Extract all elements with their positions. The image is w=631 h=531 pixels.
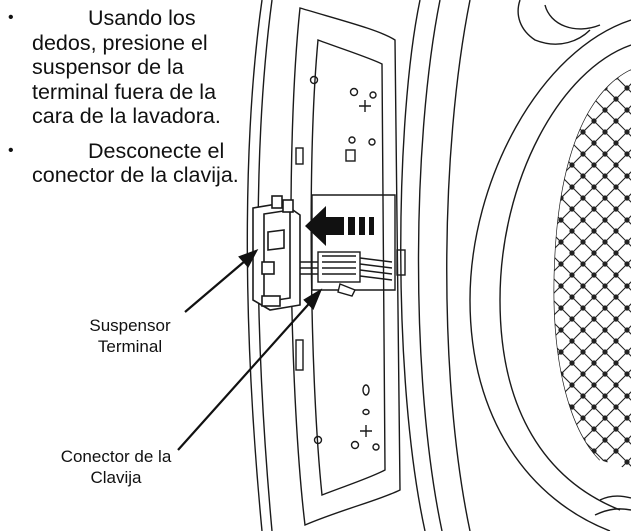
step-text: Usando los dedos, presione el suspensor … <box>32 6 221 128</box>
label-line: Suspensor <box>89 316 171 335</box>
connector-plug <box>300 194 396 297</box>
instruction-step-2: • Desconecte el conector de la clavija. <box>6 139 256 188</box>
step-text: Desconecte el conector de la clavija. <box>32 138 239 188</box>
bullet-icon: • <box>8 141 14 159</box>
label-line: Conector de la <box>60 447 172 466</box>
suspensor-terminal-label: Suspensor Terminal <box>70 315 190 357</box>
label-line: Terminal <box>97 337 163 356</box>
drum-mesh <box>554 70 631 470</box>
bullet-icon: • <box>8 9 14 26</box>
label-line: Clavija <box>90 468 142 487</box>
leader-arrows <box>177 248 323 451</box>
instruction-list: • Usando los dedos, presione el suspenso… <box>6 6 256 198</box>
terminal-suspensor <box>252 195 301 311</box>
hinge-plate <box>290 7 401 527</box>
direction-arrow <box>305 206 374 246</box>
conector-clavija-label: Conector de la Clavija <box>36 446 196 488</box>
instruction-step-1: • Usando los dedos, presione el suspenso… <box>6 6 256 129</box>
